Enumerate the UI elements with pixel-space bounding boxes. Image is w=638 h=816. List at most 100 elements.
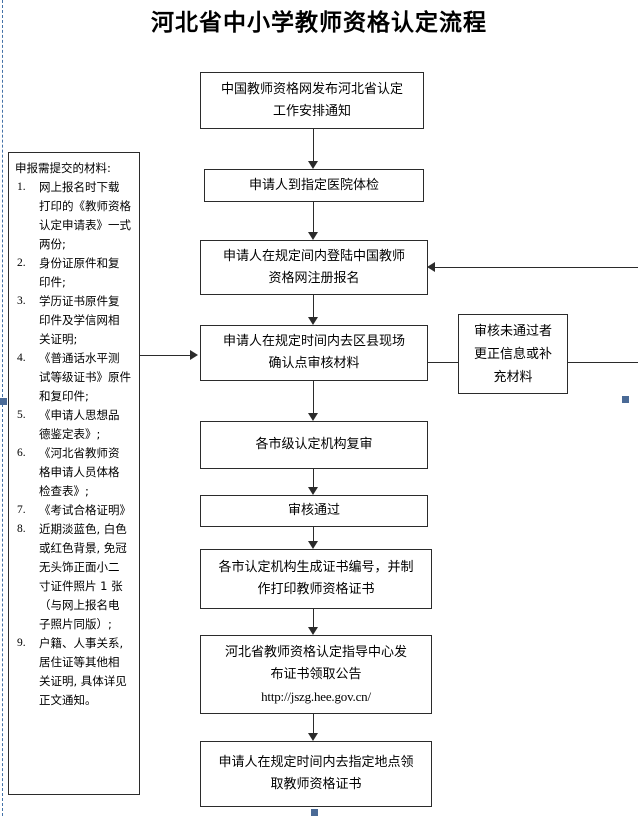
list-item-number: 4. xyxy=(17,352,26,364)
list-item-line: 检查表》; xyxy=(39,484,89,498)
node-line: 河北省教师资格认定指导中心发 xyxy=(224,644,407,660)
list-item-number: 6. xyxy=(17,447,26,459)
list-item-line: 正文通知。 xyxy=(39,693,97,707)
list-item: 9. 户籍、人事关系, 居住证等其他相 关证明, 具体详见 正文通知。 xyxy=(15,634,135,710)
arrowhead-down xyxy=(308,232,318,240)
list-item-line: 打印的《教师资格 xyxy=(39,199,131,213)
connector-onsite-rejected xyxy=(428,362,458,363)
flow-node-onsite-check[interactable]: 申请人在规定时间内去区县现场 确认点审核材料 xyxy=(200,325,428,381)
flow-node-rejected-fix[interactable]: 审核未通过者 更正信息或补 充材料 xyxy=(458,314,568,394)
list-item: 7. 《考试合格证明》 xyxy=(15,501,135,520)
list-item-line: 试等级证书》原件 xyxy=(39,370,131,384)
list-item-line: 格申请人员体格 xyxy=(39,465,120,479)
node-line: 工作安排通知 xyxy=(272,103,351,119)
list-item: 5. 《申请人思想品 德鉴定表》; xyxy=(15,406,135,444)
node-line: 更正信息或补 xyxy=(473,346,552,362)
list-item-line: 《考试合格证明》 xyxy=(39,503,131,517)
resize-handle-bottom[interactable] xyxy=(311,809,318,816)
list-item-line: 印件; xyxy=(39,275,66,289)
list-item-line: 印件及学信网相 xyxy=(39,313,120,327)
flow-node-collect-cert[interactable]: 申请人在规定时间内去指定地点领 取教师资格证书 xyxy=(200,741,432,807)
list-item-line: 和复印件; xyxy=(39,389,89,403)
flow-node-notice[interactable]: 中国教师资格网发布河北省认定 工作安排通知 xyxy=(200,72,424,129)
resize-handle-left[interactable] xyxy=(0,398,7,405)
list-item-line: 户籍、人事关系, xyxy=(39,636,124,650)
flow-node-register[interactable]: 申请人在规定间内登陆中国教师 资格网注册报名 xyxy=(200,240,428,295)
list-item-line: 身份证原件和复 xyxy=(39,256,120,270)
arrowhead-left xyxy=(427,262,435,272)
list-item-number: 8. xyxy=(17,523,26,535)
connector-rejected-rightrail xyxy=(568,362,638,363)
connector-notice-medical xyxy=(313,129,314,161)
list-item-number: 5. xyxy=(17,409,26,421)
connector-register-onsite xyxy=(313,295,314,317)
arrowhead-right xyxy=(190,350,198,360)
arrowhead-down xyxy=(308,487,318,495)
arrowhead-down xyxy=(308,413,318,421)
arrowhead-down xyxy=(308,161,318,169)
node-line: 确认点审核材料 xyxy=(268,356,360,371)
list-item-line: 学历证书原件复 xyxy=(39,294,120,308)
text-frame-guide-left xyxy=(2,0,3,816)
connector-materials-onsite xyxy=(140,355,192,356)
list-item: 2. 身份证原件和复 印件; xyxy=(15,254,135,292)
list-item: 8. 近期淡蓝色, 白色 或红色背景, 免冠 无头饰正面小二 寸证件照片 1 张… xyxy=(15,520,135,634)
list-item-line: 关证明, 具体详见 xyxy=(39,674,127,688)
list-item-line: 两份; xyxy=(39,237,66,251)
list-item-line: 或红色背景, 免冠 xyxy=(39,541,127,555)
list-item-number: 9. xyxy=(17,637,26,649)
connector-announcement-collectcert xyxy=(313,714,314,733)
node-line: 申请人在规定时间内去区县现场 xyxy=(222,334,405,349)
list-item-line: 德鉴定表》; xyxy=(39,427,101,441)
list-item: 1. 网上报名时下载 打印的《教师资格 认定申请表》一式 两份; xyxy=(15,178,135,254)
list-item: 6. 《河北省教师资 格申请人员体格 检查表》; xyxy=(15,444,135,501)
list-item-line: 居住证等其他相 xyxy=(39,655,120,669)
resize-handle-right[interactable] xyxy=(622,396,629,403)
arrowhead-down xyxy=(308,317,318,325)
list-item-line: 近期淡蓝色, 白色 xyxy=(39,522,127,536)
list-item-line: 《普通话水平测 xyxy=(39,351,120,365)
list-item-line: 《河北省教师资 xyxy=(39,446,120,460)
announcement-url[interactable]: http://jszg.hee.gov.cn/ xyxy=(261,688,371,704)
list-item-number: 7. xyxy=(17,504,26,516)
materials-heading: 申报需提交的材料: xyxy=(15,161,111,175)
connector-onsite-cityreview xyxy=(313,381,314,413)
node-line: 作打印教师资格证书 xyxy=(257,582,375,597)
node-line: 各市级认定机构复审 xyxy=(255,437,373,452)
node-line: 审核通过 xyxy=(287,503,340,518)
node-line: 各市认定机构生成证书编号，并制 xyxy=(218,560,414,575)
node-line: 申请人在规定间内登陆中国教师 xyxy=(222,248,405,264)
flow-node-approved[interactable]: 审核通过 xyxy=(200,495,428,527)
list-item-line: 网上报名时下载 xyxy=(39,180,120,194)
list-item: 4. 《普通话水平测 试等级证书》原件 和复印件; xyxy=(15,349,135,406)
connector-makecert-announcement xyxy=(313,609,314,627)
flow-node-make-cert[interactable]: 各市认定机构生成证书编号，并制 作打印教师资格证书 xyxy=(200,549,432,609)
list-item-line: 关证明; xyxy=(39,332,78,346)
list-item: 3. 学历证书原件复 印件及学信网相 关证明; xyxy=(15,292,135,349)
materials-panel: 申报需提交的材料: 1. 网上报名时下载 打印的《教师资格 认定申请表》一式 两… xyxy=(8,152,140,795)
connector-rightrail-register xyxy=(432,267,638,268)
node-line: 申请人在规定时间内去指定地点领 xyxy=(218,755,414,770)
materials-list: 1. 网上报名时下载 打印的《教师资格 认定申请表》一式 两份; 2. 身份证原… xyxy=(15,178,135,710)
flow-node-announcement[interactable]: 河北省教师资格认定指导中心发 布证书领取公告 http://jszg.hee.g… xyxy=(200,635,432,714)
node-line: 申请人到指定医院体检 xyxy=(248,177,379,193)
node-line: 充材料 xyxy=(493,369,533,385)
flow-node-medical[interactable]: 申请人到指定医院体检 xyxy=(204,169,424,202)
page-title: 河北省中小学教师资格认定流程 xyxy=(151,10,487,36)
connector-medical-register xyxy=(313,202,314,232)
connector-approved-makecert xyxy=(313,527,314,541)
node-line: 审核未通过者 xyxy=(473,323,552,339)
list-item-line: （与网上报名电 xyxy=(39,598,120,612)
node-line: 中国教师资格网发布河北省认定 xyxy=(220,81,403,97)
flow-node-city-review[interactable]: 各市级认定机构复审 xyxy=(200,421,428,469)
list-item-line: 寸证件照片 1 张 xyxy=(39,579,123,593)
list-item-number: 1. xyxy=(17,181,26,193)
node-line: 资格网注册报名 xyxy=(268,270,360,286)
list-item-line: 《申请人思想品 xyxy=(39,408,120,422)
arrowhead-down xyxy=(308,541,318,549)
list-item-line: 子照片同版）; xyxy=(39,617,112,631)
node-line: 取教师资格证书 xyxy=(270,777,362,792)
arrowhead-down xyxy=(308,733,318,741)
connector-cityreview-approved xyxy=(313,469,314,487)
